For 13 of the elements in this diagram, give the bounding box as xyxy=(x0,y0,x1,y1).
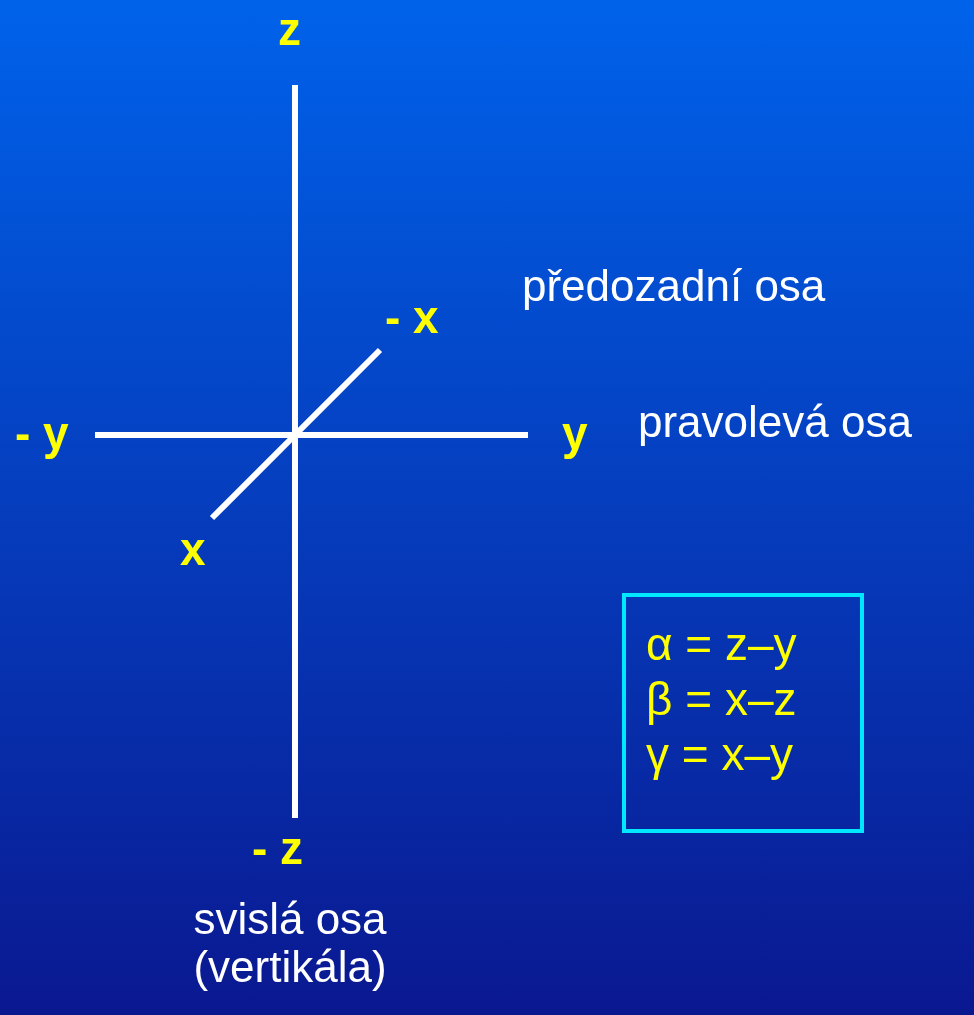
formula: α = z–y xyxy=(645,617,797,672)
axis-name: svislá osa (vertikála) xyxy=(192,895,388,992)
axis-label: x xyxy=(180,524,206,575)
formula: γ = x–y xyxy=(645,727,793,783)
axis-label: z xyxy=(278,4,301,55)
axis-name: pravolevá osa xyxy=(638,398,912,447)
formula-box xyxy=(622,593,864,833)
axis-label: y xyxy=(562,408,588,459)
axis-name: předozadní osa xyxy=(522,262,826,311)
axis-label: - z xyxy=(252,823,304,874)
axis-label: - y xyxy=(15,408,69,459)
formula: β = x–z xyxy=(645,672,797,728)
axis-label: - x xyxy=(385,292,439,343)
